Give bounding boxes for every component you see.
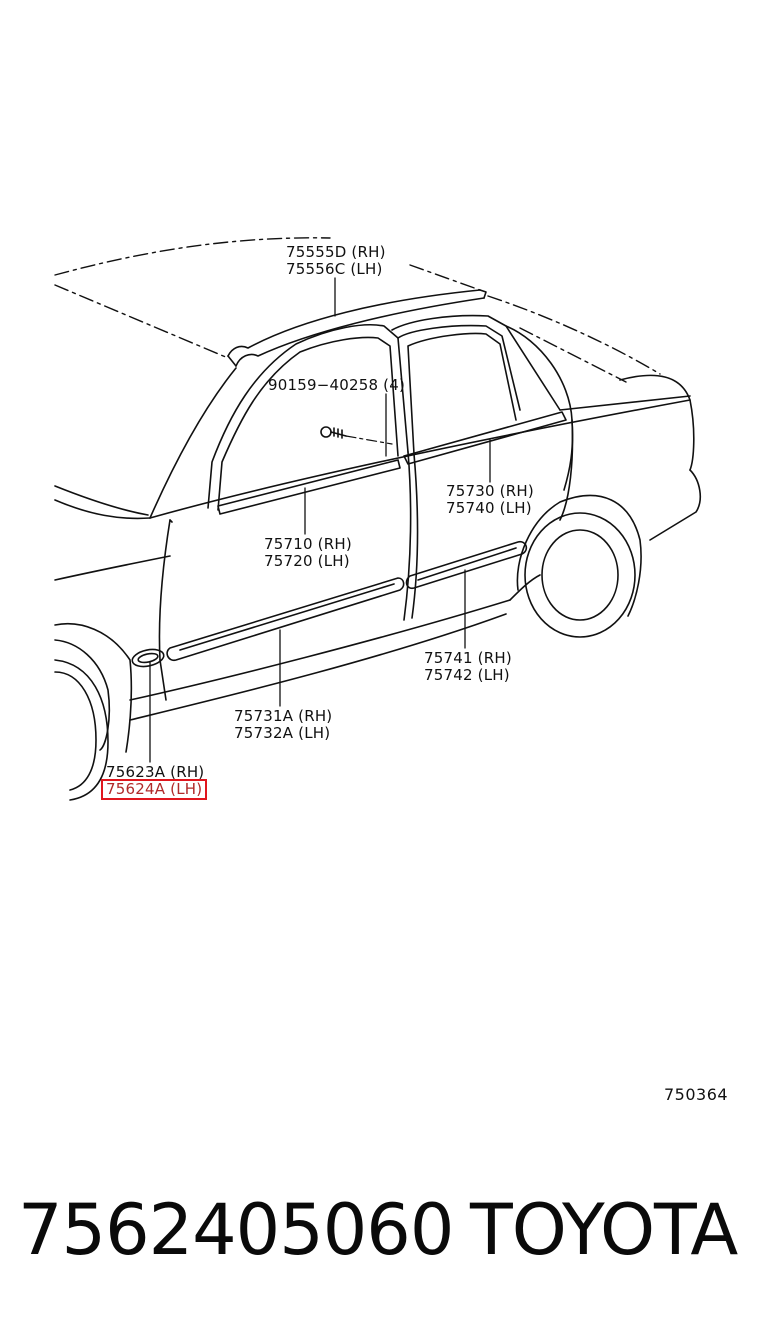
rear-window-belt-molding: [403, 411, 567, 465]
callout-fender-emblem-rh: 75623A (RH): [106, 763, 205, 781]
callout-rear-door-side: 75741 (RH) 75742 (LH): [424, 650, 512, 684]
roof-drip-molding: [227, 289, 487, 367]
callout-roof-drip-lh: 75556C (LH): [286, 260, 383, 278]
part-number: 7562405060: [18, 1189, 454, 1271]
callout-rear-window-belt: 75730 (RH) 75740 (LH): [446, 483, 534, 517]
car-body-outline: [54, 314, 702, 753]
brand-name: TOYOTA: [470, 1189, 738, 1271]
callout-clip-part: 90159−40258 (4): [268, 376, 406, 394]
rear-body-hidden-lines: [54, 237, 661, 383]
callout-front-window-belt-lh: 75720 (LH): [264, 552, 350, 570]
rear-door-side-molding: [405, 540, 528, 590]
front-window-belt-molding: [217, 459, 401, 515]
callout-front-window-belt: 75710 (RH) 75720 (LH): [264, 536, 352, 570]
callout-front-door-side-lh: 75732A (LH): [234, 724, 331, 742]
rear-wheel: [516, 494, 642, 638]
callout-fender-emblem: 75623A (RH) 75624A (LH): [100, 763, 208, 800]
callout-front-door-side: 75731A (RH) 75732A (LH): [234, 708, 332, 742]
leader-lines: [149, 277, 491, 763]
callout-rear-door-side-lh: 75742 (LH): [424, 666, 510, 684]
clip-part: [320, 426, 393, 445]
callout-front-window-belt-rh: 75710 (RH): [264, 535, 352, 553]
callout-rear-window-belt-rh: 75730 (RH): [446, 482, 534, 500]
callout-fender-emblem-lh-highlighted[interactable]: 75624A (LH): [100, 779, 208, 800]
callout-roof-drip-rh: 75555D (RH): [286, 243, 386, 261]
diagram-reference-code: 750364: [664, 1085, 729, 1104]
callout-clip: 90159−40258 (4): [268, 377, 405, 394]
front-door-side-molding: [166, 577, 405, 662]
callout-front-door-side-rh: 75731A (RH): [234, 707, 333, 725]
front-wheel: [54, 659, 109, 801]
callout-rear-door-side-rh: 75741 (RH): [424, 649, 512, 667]
callout-rear-window-belt-lh: 75740 (LH): [446, 499, 532, 517]
callout-roof-drip: 75555D (RH) 75556C (LH): [286, 244, 386, 278]
